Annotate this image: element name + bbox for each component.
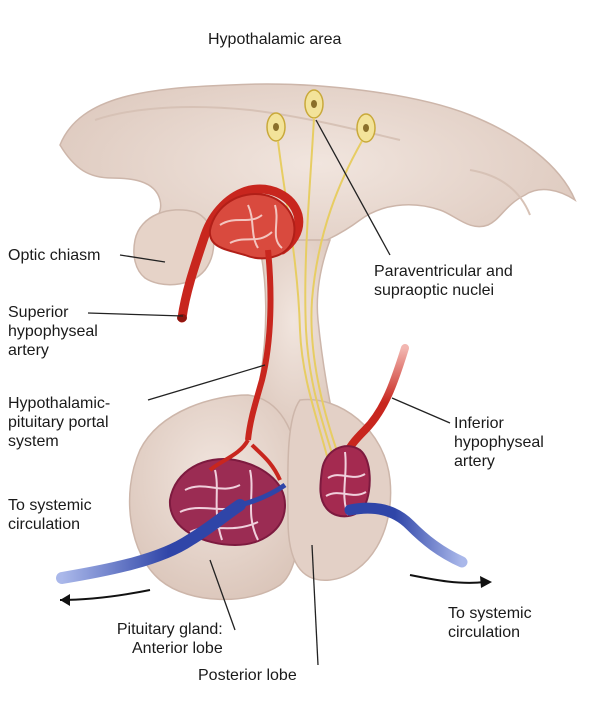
arrow-left-icon <box>59 589 151 606</box>
vein-right <box>344 502 468 568</box>
label-posterior-lobe: Posterior lobe <box>198 667 297 684</box>
label-inferior-hypophyseal-artery: Inferior hypophyseal artery <box>454 414 544 471</box>
label-line: artery <box>454 453 495 470</box>
label-pituitary-anterior-lobe: Pituitary gland: Anterior lobe <box>74 620 223 658</box>
neuron-axon <box>310 140 363 461</box>
label-line: circulation <box>448 624 521 641</box>
leader-lines <box>87 119 451 666</box>
label-line: system <box>8 433 59 450</box>
label-line: Pituitary gland: <box>116 621 223 638</box>
label-line: Superior <box>8 304 69 321</box>
leader-portal-system <box>147 364 266 401</box>
label-line: Inferior <box>454 415 504 432</box>
label-line: artery <box>8 342 49 359</box>
leader-optic-chiasm <box>119 254 166 263</box>
label-hypothalamic-area: Hypothalamic area <box>208 31 342 48</box>
label-to-systemic-right: To systemic circulation <box>448 604 532 642</box>
leader-anterior-lobe <box>209 559 236 631</box>
label-line: supraoptic nuclei <box>374 282 495 299</box>
label-superior-hypophyseal-artery: Superior hypophyseal artery <box>8 303 98 360</box>
leader-nuclei <box>315 119 391 256</box>
label-line: To systemic <box>448 605 532 622</box>
label-line: Anterior lobe <box>132 640 223 657</box>
label-line: pituitary portal <box>8 414 109 431</box>
label-line: hypophyseal <box>8 323 98 340</box>
label-line: Paraventricular and <box>374 263 513 280</box>
inferior-hypophyseal-artery <box>319 344 409 518</box>
label-optic-chiasm: Optic chiasm <box>8 247 101 264</box>
label-line: To systemic <box>8 497 92 514</box>
leader-posterior-lobe <box>311 544 319 666</box>
label-line: circulation <box>8 516 81 533</box>
tissue-fold-line <box>94 106 401 141</box>
tissue-fold-line <box>469 169 531 216</box>
label-portal-system: Hypothalamic- pituitary portal system <box>8 394 110 451</box>
neurosecretory-neurons <box>266 89 376 461</box>
vein-left-branch <box>239 482 287 508</box>
label-to-systemic-left: To systemic circulation <box>8 496 92 534</box>
label-line: Hypothalamic- <box>8 395 111 412</box>
superior-hypophyseal-artery <box>177 184 304 441</box>
portal-vessel <box>245 249 274 441</box>
label-line: hypophyseal <box>454 434 544 451</box>
arrow-right-icon <box>409 574 492 588</box>
leader-superior-artery <box>87 312 184 317</box>
vein-left <box>56 499 246 584</box>
leader-inferior-artery <box>391 397 451 424</box>
neuron-axon <box>304 117 335 461</box>
label-paraventricular-supraoptic-nuclei: Paraventricular and supraoptic nuclei <box>374 262 513 300</box>
secondary-capillary-plexus <box>168 438 287 547</box>
